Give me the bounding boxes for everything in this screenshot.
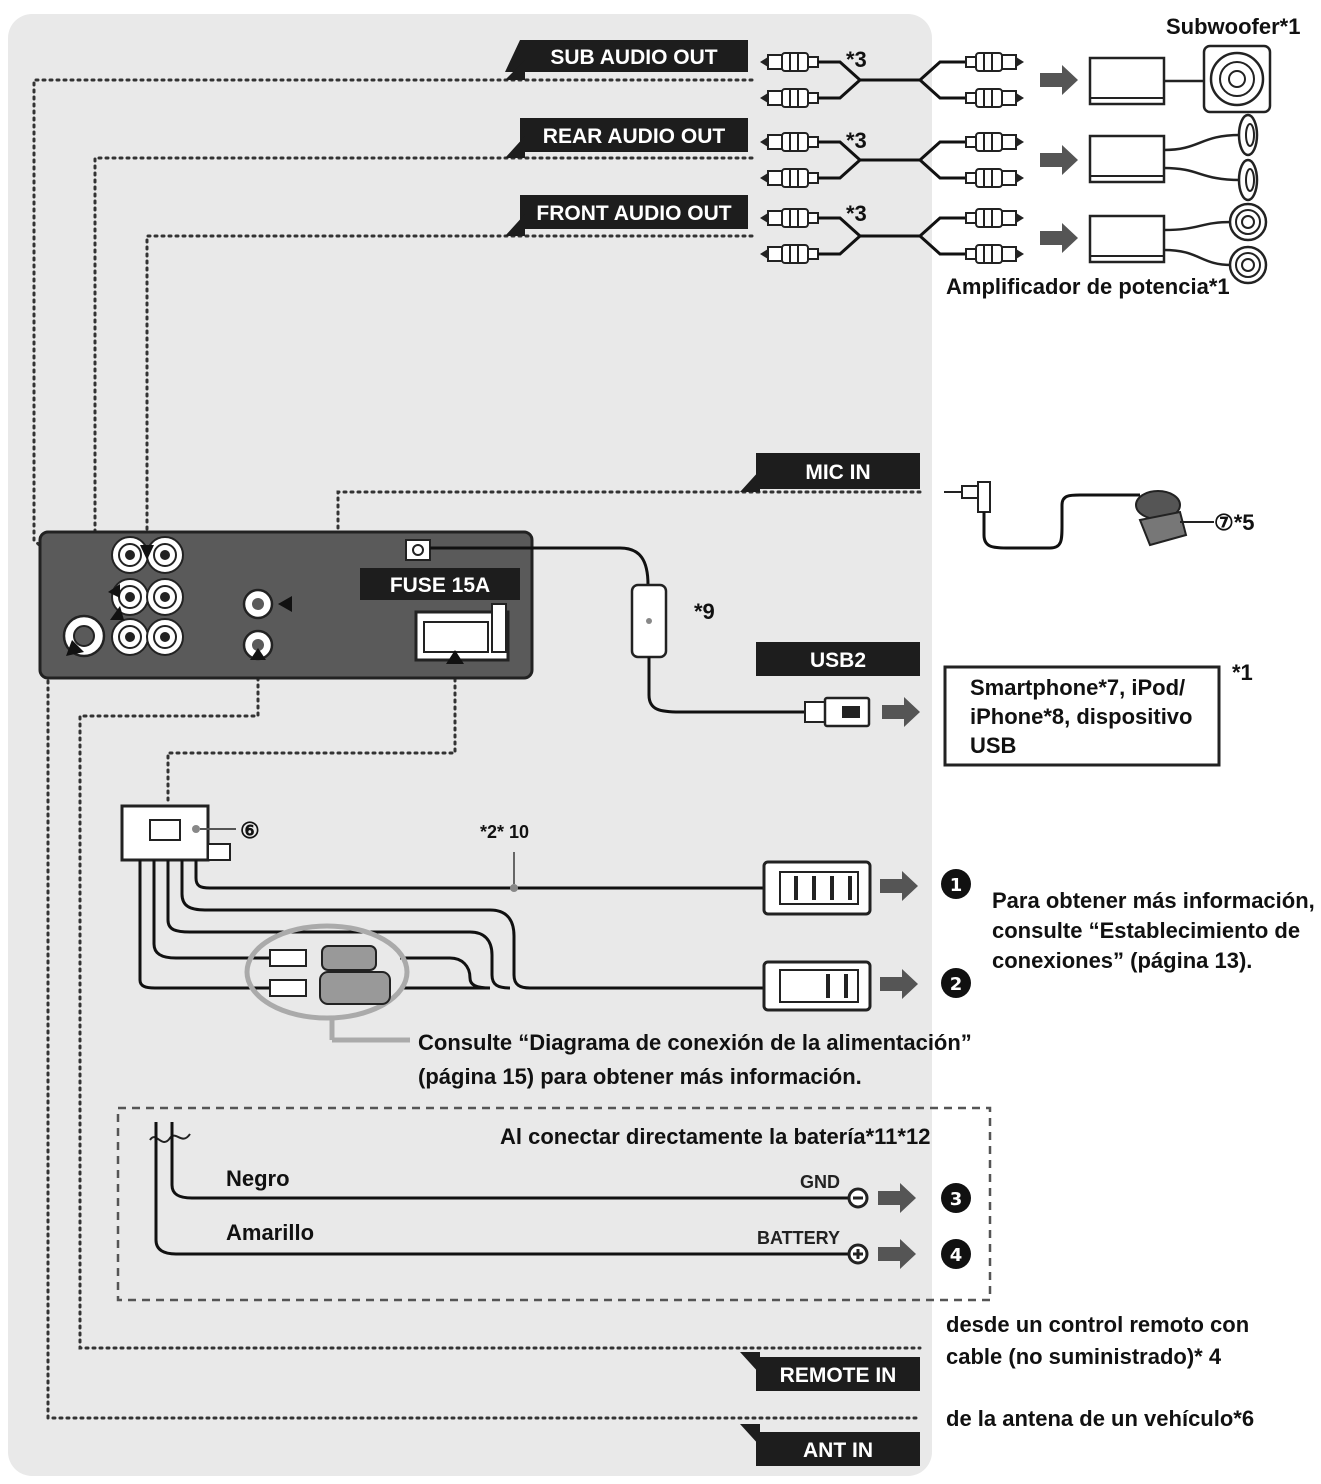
rca-cable-rear bbox=[759, 132, 1078, 188]
usb-port-icon bbox=[405, 539, 431, 561]
mic-reference: ⑦*5 bbox=[1214, 510, 1255, 535]
black-wire-label: Negro bbox=[226, 1166, 290, 1191]
mic-in-tag: MIC IN bbox=[740, 453, 920, 492]
unit-arrows bbox=[66, 545, 464, 664]
rear-amplifier bbox=[1088, 113, 1259, 202]
connections-note-line3: conexiones” (página 13). bbox=[992, 948, 1252, 973]
battery-label: BATTERY bbox=[757, 1228, 840, 1248]
yellow-wire-label: Amarillo bbox=[226, 1220, 314, 1245]
battery-title: Al conectar directamente la batería*11*1… bbox=[500, 1124, 930, 1149]
rca-cable-sub bbox=[759, 52, 1078, 108]
sub-audio-out-label: SUB AUDIO OUT bbox=[550, 46, 717, 69]
remote-in-tag: REMOTE IN bbox=[740, 1352, 920, 1391]
remote-note-line2: cable (no suministrado)* 4 bbox=[946, 1344, 1222, 1369]
usb-cable bbox=[430, 546, 920, 728]
background-panel bbox=[8, 14, 932, 1476]
footnote-harness: *2* 10 bbox=[480, 822, 529, 842]
usb2-tag: USB2 bbox=[756, 642, 920, 676]
footnote-usb-box: *1 bbox=[1232, 660, 1253, 685]
fuse-label: FUSE 15A bbox=[390, 574, 490, 597]
remote-in-label: REMOTE IN bbox=[780, 1364, 897, 1387]
microphone bbox=[944, 481, 1214, 550]
usb-device-line3: USB bbox=[970, 733, 1016, 758]
battery-direct-box bbox=[116, 1106, 992, 1302]
mic-in-label: MIC IN bbox=[805, 461, 870, 484]
marker-1: 1 bbox=[941, 869, 971, 899]
subwoofer-label: Subwoofer*1 bbox=[1166, 14, 1300, 39]
connections-note-line2: consulte “Establecimiento de bbox=[992, 918, 1300, 943]
footnote-usb-adapter: *9 bbox=[694, 599, 715, 624]
gnd-label: GND bbox=[800, 1172, 840, 1192]
usb-device-line1: Smartphone*7, iPod/ bbox=[970, 675, 1185, 700]
marker-2: 2 bbox=[941, 968, 971, 998]
rear-audio-out-label: REAR AUDIO OUT bbox=[543, 125, 726, 148]
usb-device-box: Smartphone*7, iPod/ iPhone*8, dispositiv… bbox=[943, 665, 1221, 767]
remote-note-line1: desde un control remoto con bbox=[946, 1312, 1249, 1337]
footnote-front: *3 bbox=[846, 201, 867, 226]
marker-3: 3 bbox=[941, 1183, 971, 1213]
svg-text:1: 1 bbox=[950, 875, 963, 896]
sub-audio-out-tag: SUB AUDIO OUT bbox=[505, 40, 748, 80]
svg-text:3: 3 bbox=[950, 1189, 963, 1210]
usb-device-line2: iPhone*8, dispositivo bbox=[970, 704, 1192, 729]
rca-cable-front bbox=[759, 208, 1078, 264]
power-detail-highlight bbox=[244, 923, 410, 1021]
front-audio-out-tag: FRONT AUDIO OUT bbox=[505, 195, 748, 236]
power-harness bbox=[120, 804, 918, 1043]
ant-in-tag: ANT IN bbox=[740, 1424, 920, 1466]
footnote-sub: *3 bbox=[846, 47, 867, 72]
front-amplifier bbox=[1088, 202, 1268, 285]
rear-audio-out-tag: REAR AUDIO OUT bbox=[505, 118, 748, 158]
amplifier-label: Amplificador de potencia*1 bbox=[946, 274, 1230, 299]
footnote-rear: *3 bbox=[846, 128, 867, 153]
harness-reference: ⑥ bbox=[240, 818, 260, 843]
marker-4: 4 bbox=[941, 1239, 971, 1269]
ant-in-label: ANT IN bbox=[803, 1439, 873, 1462]
power-note-line1: Consulte “Diagrama de conexión de la ali… bbox=[418, 1030, 972, 1055]
connections-note-line1: Para obtener más información, bbox=[992, 888, 1315, 913]
power-note-line2: (página 15) para obtener más información… bbox=[418, 1064, 862, 1089]
svg-text:2: 2 bbox=[950, 974, 963, 995]
antenna-note: de la antena de un vehículo*6 bbox=[946, 1406, 1254, 1431]
subwoofer-amplifier bbox=[1088, 44, 1272, 114]
usb2-label: USB2 bbox=[810, 649, 866, 672]
svg-text:4: 4 bbox=[950, 1245, 963, 1266]
front-audio-out-label: FRONT AUDIO OUT bbox=[536, 202, 731, 225]
